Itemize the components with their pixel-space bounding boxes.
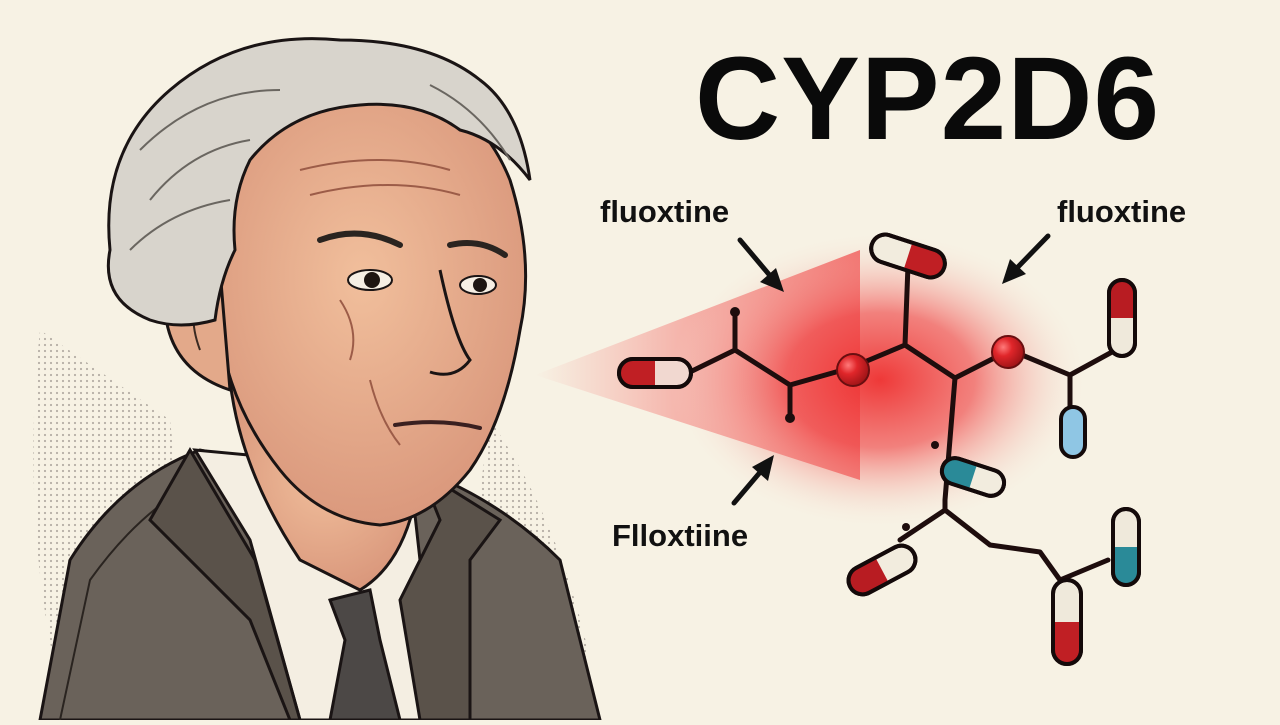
oxygen-atoms	[836, 335, 1025, 387]
arrow-top-right-icon	[1002, 233, 1051, 284]
red-glow	[535, 230, 1090, 530]
arrow-top-left-icon	[737, 237, 784, 292]
title-cyp2d6: CYP2D6	[695, 33, 1161, 165]
capsules	[617, 232, 1141, 666]
capsule-teal-mid	[939, 456, 1007, 498]
molecule-bonds	[687, 262, 1115, 583]
arrow-bottom-icon	[731, 455, 774, 506]
label-top-left: fluoxtine	[600, 194, 730, 229]
label-bottom-left: Flloxtiine	[612, 518, 749, 553]
capsule-bottom-left	[846, 543, 918, 597]
bond-endpoints	[730, 307, 939, 531]
capsule-right-top	[1107, 278, 1137, 358]
label-top-right: fluoxtine	[1057, 194, 1187, 229]
capsule-right-teal	[1111, 507, 1141, 587]
capsule-left	[617, 357, 693, 389]
portrait-man	[38, 37, 602, 722]
arrows	[731, 233, 1051, 506]
capsule-light-blue	[1059, 405, 1087, 459]
capsule-top	[869, 232, 947, 280]
capsule-bottom	[1051, 578, 1083, 666]
